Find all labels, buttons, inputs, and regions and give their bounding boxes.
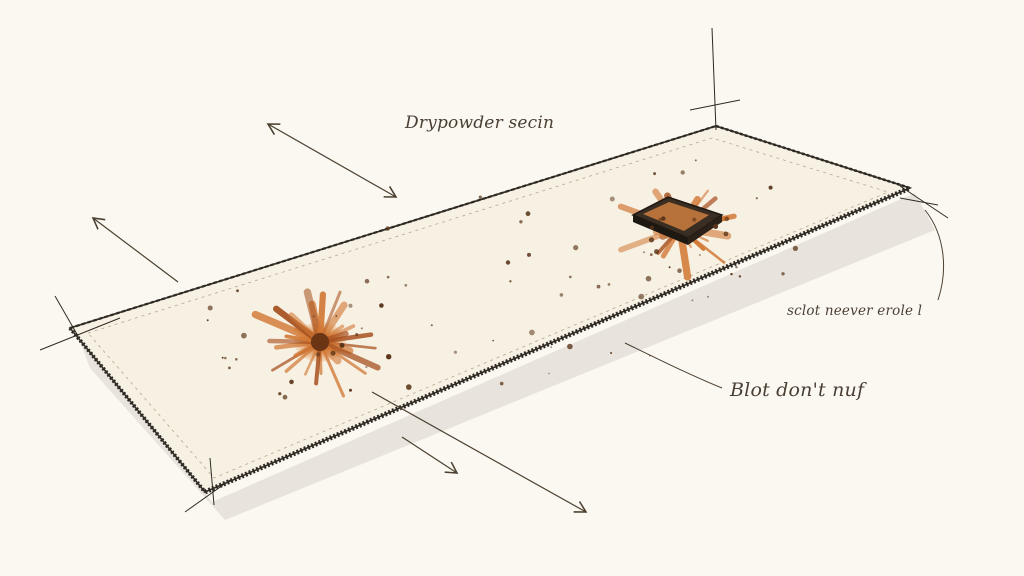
speckles — [206, 159, 799, 400]
mat-left-edge — [68, 326, 207, 494]
annotation-drypowder: Drypowder secin — [405, 113, 555, 133]
annotation-side-note: sclot neever erole l — [787, 303, 923, 319]
mat-back-edge — [69, 124, 717, 330]
annotation-blot: Blot don't nuf — [730, 379, 865, 401]
mat-inner-line — [87, 137, 890, 479]
arrows — [91, 123, 588, 513]
corner-pins — [39, 27, 949, 513]
mat-shadow — [78, 193, 935, 520]
stain-splatter-icon — [251, 288, 381, 398]
mat-right-edge — [715, 124, 911, 190]
pad-block-icon — [631, 196, 724, 245]
mat-surface — [68, 125, 913, 493]
arrow-icon — [266, 123, 398, 198]
leader-lines — [624, 209, 945, 389]
arrow-icon — [401, 436, 459, 474]
arrow-icon — [91, 217, 179, 283]
arrow-icon — [371, 391, 588, 513]
